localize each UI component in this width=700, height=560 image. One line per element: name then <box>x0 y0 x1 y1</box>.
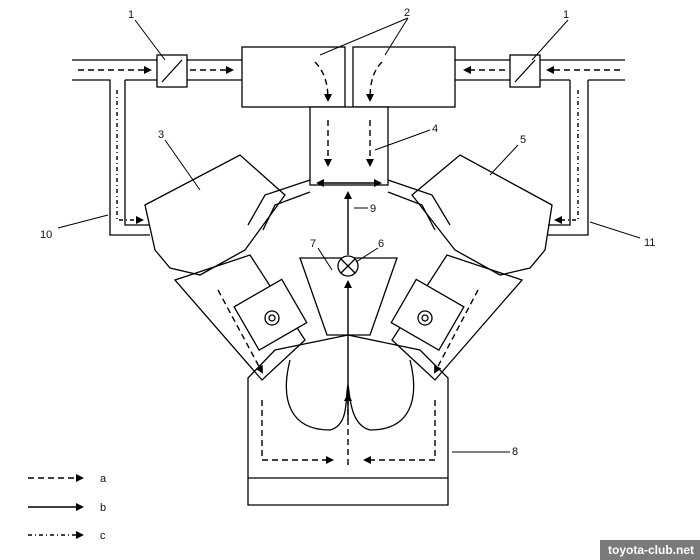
label-right-vent: 11 <box>644 237 655 249</box>
left-cylinder-bank <box>173 254 306 381</box>
label-hose: 9 <box>370 203 376 215</box>
label-throttle-right: 1 <box>563 9 569 21</box>
left-throttle-valve <box>161 59 183 83</box>
left-piston-pin <box>264 310 280 326</box>
left-bank-down-arrow <box>217 289 263 374</box>
legend-label-a: a <box>100 473 107 485</box>
surge-left-arrow <box>314 61 332 102</box>
crank-lobes <box>285 359 415 431</box>
crankcase-right-arrow <box>363 400 436 464</box>
label-surge-tank: 2 <box>404 7 410 19</box>
legend: a b c <box>28 473 107 542</box>
label-pcv-valve: 6 <box>378 238 384 250</box>
surge-right-arrow <box>366 61 383 102</box>
label-left-head: 3 <box>158 129 164 141</box>
legend-label-b: b <box>100 502 106 514</box>
left-runner <box>247 179 311 231</box>
legend-label-c: c <box>100 530 106 542</box>
label-crankcase: 8 <box>512 446 518 458</box>
label-throttle-left: 1 <box>128 9 134 21</box>
right-cylinder-head <box>411 154 553 276</box>
watermark: toyota-club.net <box>600 540 700 560</box>
right-bank-down-arrow <box>434 289 479 374</box>
right-cylinder-bank <box>391 254 524 381</box>
left-surge-tank <box>241 46 346 108</box>
right-surge-tank <box>352 46 456 108</box>
right-runner <box>387 179 451 231</box>
right-piston-pin <box>417 310 433 326</box>
fresh-air-down-right <box>554 90 579 224</box>
crankcase-left-arrow <box>261 400 334 464</box>
right-throttle-valve <box>514 59 536 83</box>
label-plenum: 4 <box>432 123 438 135</box>
label-left-vent: 10 <box>40 229 52 241</box>
fresh-air-down-left <box>116 90 144 224</box>
label-right-head: 5 <box>520 134 526 146</box>
label-valley: 7 <box>310 238 316 250</box>
pcv-valley <box>299 257 398 336</box>
left-cylinder-head <box>144 154 286 276</box>
crankcase <box>247 334 449 506</box>
intake-plenum <box>309 106 389 186</box>
right-piston <box>390 278 465 352</box>
